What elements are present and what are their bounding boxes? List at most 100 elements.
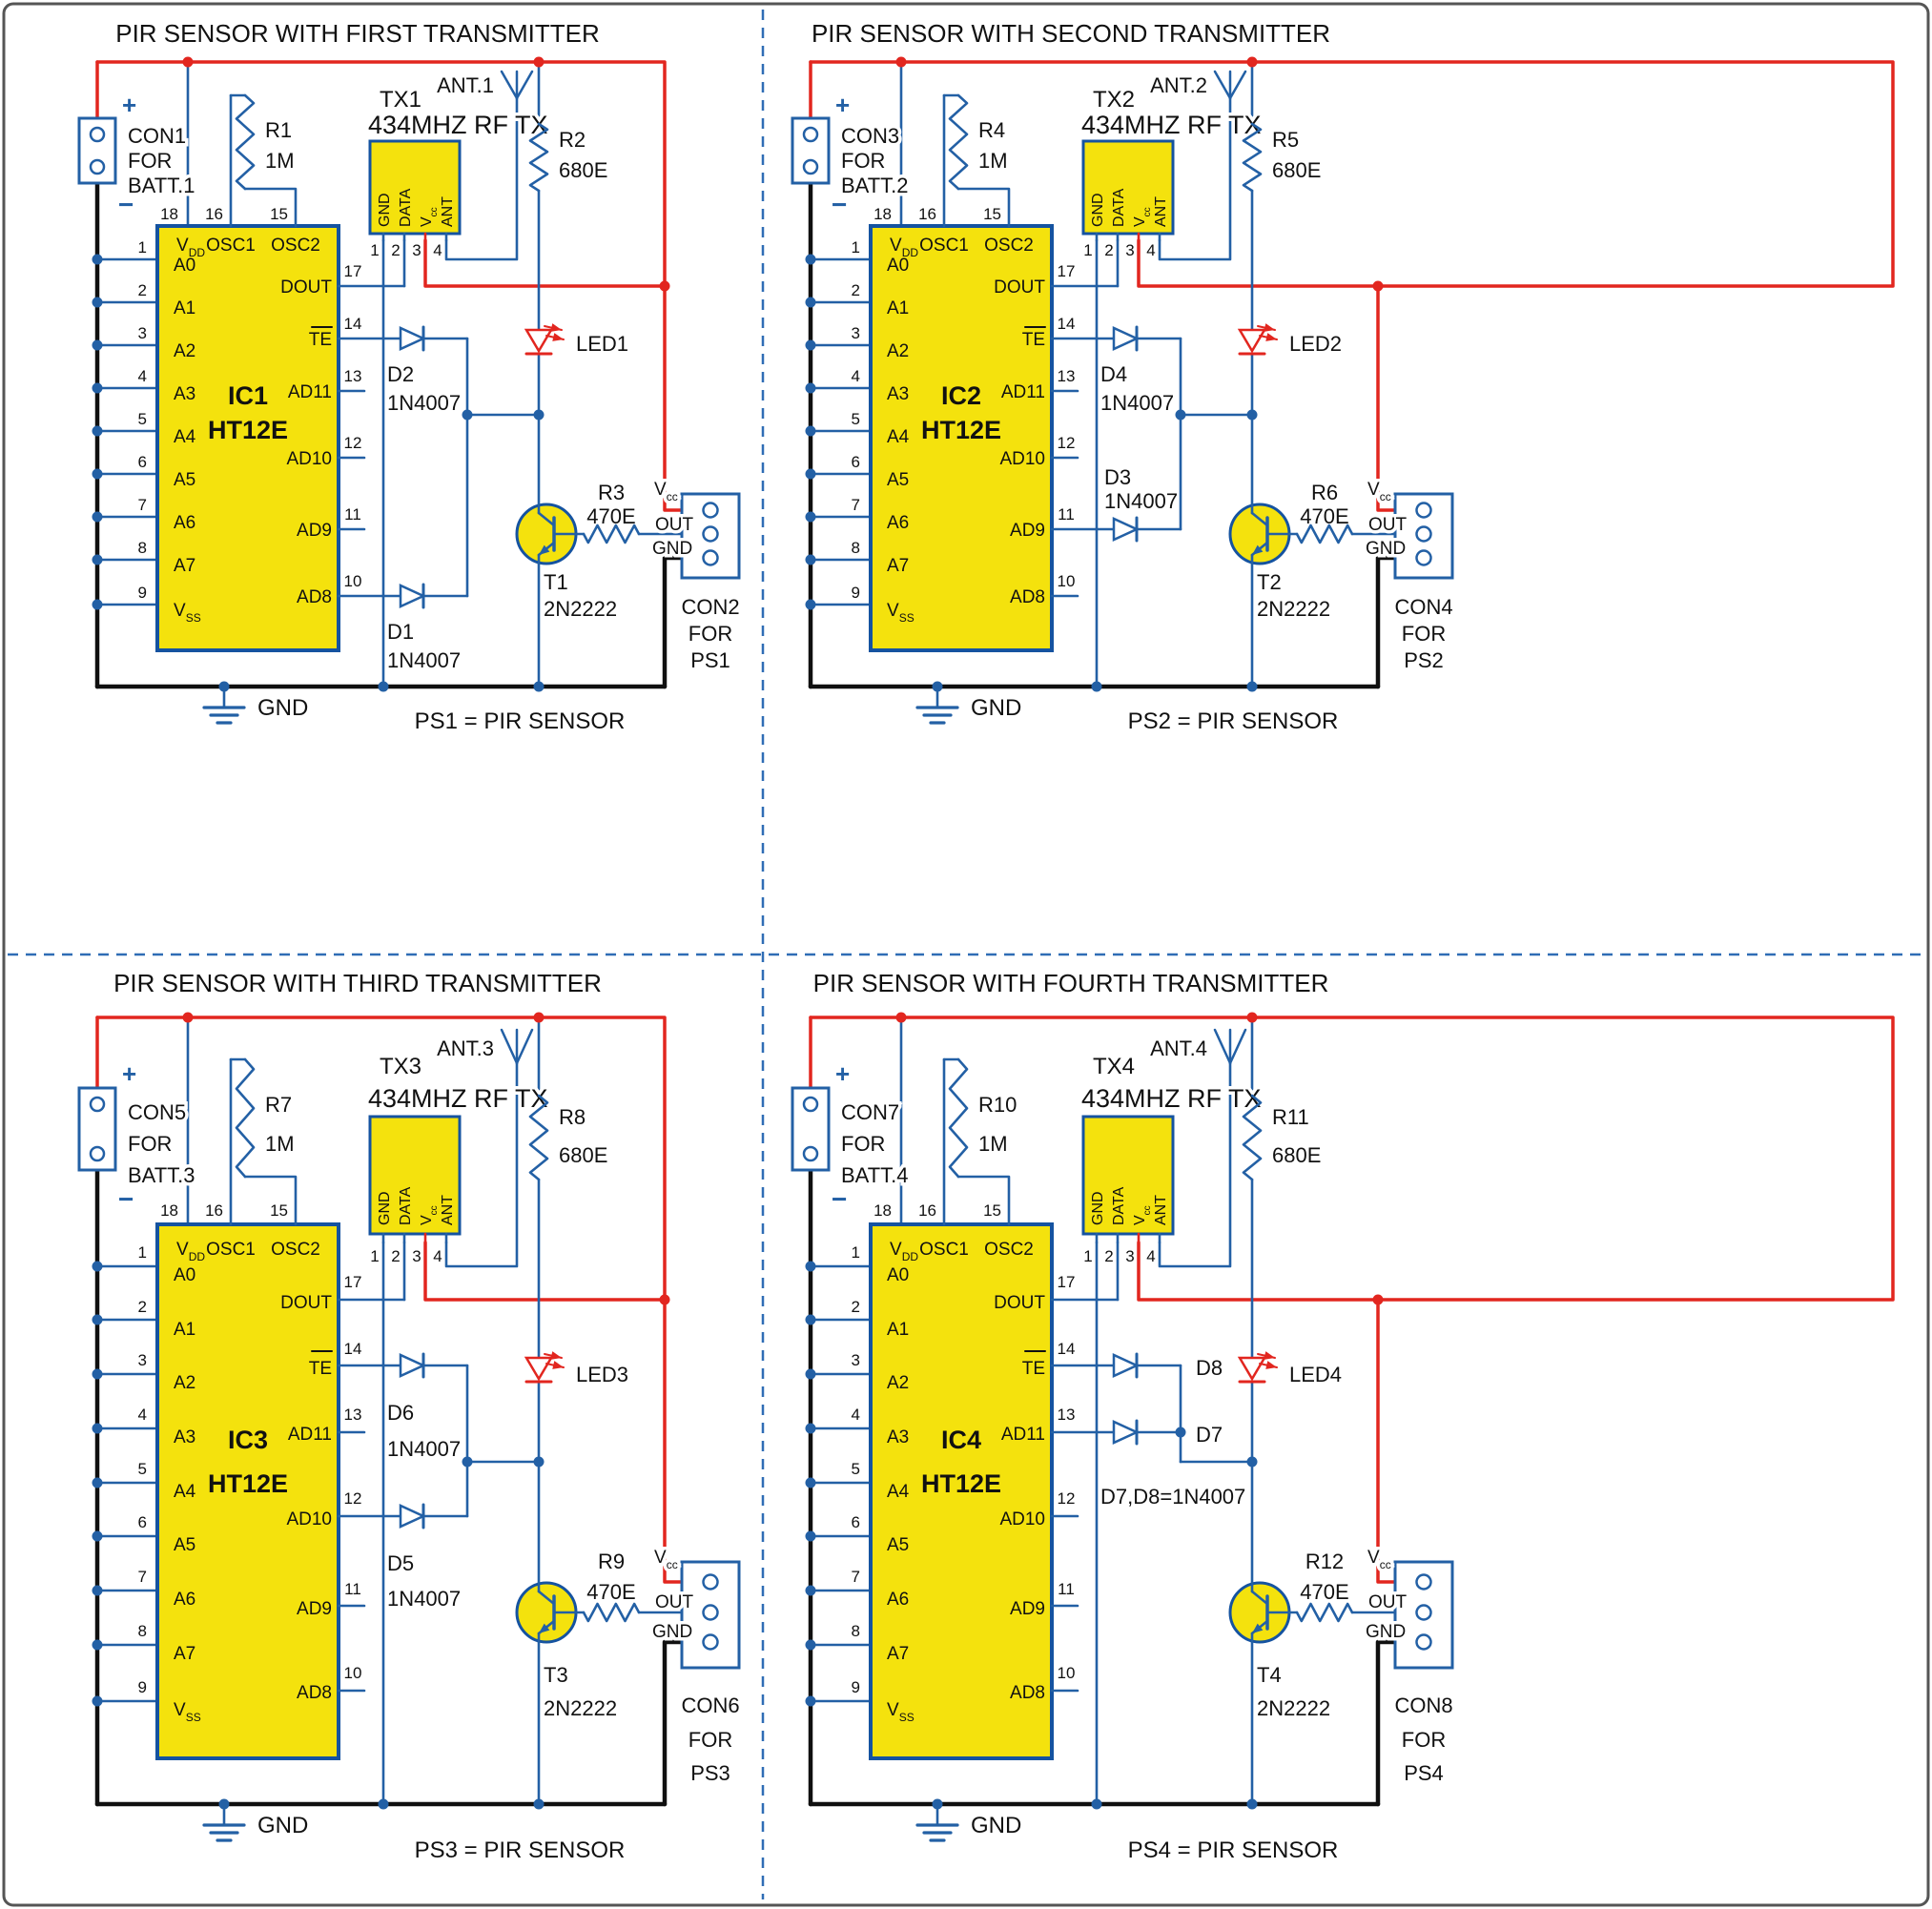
- pin-number: 7: [138, 1568, 147, 1586]
- junction-dot: [92, 339, 103, 351]
- battery-connector-for: FOR: [128, 149, 172, 173]
- pin-number: 4: [852, 1406, 860, 1424]
- pin-number: 5: [852, 1460, 860, 1478]
- resistor-value: 680E: [559, 1143, 607, 1167]
- battery-minus-label: −: [832, 1184, 847, 1214]
- gnd-label: GND: [971, 695, 1021, 721]
- pin-number: 13: [344, 1406, 362, 1424]
- connector-pin: [1415, 1633, 1432, 1651]
- output-connector-for: FOR: [689, 1728, 732, 1752]
- tx-type: 434MHZ RF TX: [1081, 1084, 1262, 1113]
- resistor-value: 470E: [1300, 1580, 1348, 1604]
- antenna-label: ANT.3: [437, 1037, 494, 1060]
- tx-pin-label: DATA: [398, 1186, 414, 1225]
- tx-module: [1081, 139, 1175, 236]
- junction-dot: [533, 681, 545, 692]
- junction-dot: [805, 1261, 816, 1272]
- junction-dot: [805, 1530, 816, 1542]
- out-label: OUT: [1368, 515, 1408, 535]
- pin-number: 15: [983, 205, 1001, 223]
- pin-number: 16: [205, 1201, 223, 1220]
- pin-number: 12: [1058, 1489, 1076, 1508]
- junction-dot: [805, 511, 816, 523]
- junction-dot: [805, 1477, 816, 1488]
- connector-gnd-wire: [662, 1639, 685, 1807]
- vcc-label: Vcc: [654, 1548, 678, 1571]
- diode-icon: [399, 1504, 427, 1529]
- pin-number: 3: [412, 241, 421, 259]
- junction-dot: [805, 297, 816, 308]
- ic-pin-label: A4: [174, 1482, 196, 1502]
- arrowhead: [1252, 1623, 1264, 1633]
- battery-plus-label: +: [122, 91, 136, 119]
- battery-plus-label: +: [835, 1059, 850, 1088]
- resistor-icon: [582, 523, 641, 544]
- connector-pin: [89, 158, 106, 175]
- led-label: LED3: [576, 1363, 628, 1386]
- diode-value: 1N4007: [387, 1437, 461, 1461]
- ic-pin-label: A2: [887, 341, 909, 361]
- junction-dot: [805, 382, 816, 394]
- resistor-icon: [948, 1057, 969, 1179]
- resistor-value: 680E: [1272, 1143, 1321, 1167]
- ic-pin-label: AD8: [297, 587, 332, 607]
- pin-number: 10: [1058, 572, 1076, 590]
- tx-pin-label: ANT: [440, 196, 456, 227]
- ic-pin-label: A6: [174, 1590, 195, 1610]
- gnd-label: GND: [971, 1813, 1021, 1838]
- ic-pin-label: DOUT: [280, 1293, 332, 1313]
- gnd-label: GND: [257, 695, 308, 721]
- junction-dot: [1091, 681, 1102, 692]
- tx-pin-label: ANT: [1153, 196, 1169, 227]
- pin-number: 4: [1146, 1247, 1155, 1265]
- pin-number: 10: [344, 1664, 362, 1682]
- ic-pin-label: OSC2: [984, 1240, 1034, 1260]
- pin-number: 18: [160, 205, 178, 223]
- junction-dot: [805, 254, 816, 265]
- junction-dot: [533, 56, 545, 68]
- osc2-wire: [243, 1175, 298, 1226]
- pin-number: 14: [344, 1340, 362, 1358]
- transistor-collector: [537, 1590, 556, 1606]
- transistor-type: 2N2222: [1257, 597, 1330, 621]
- diode-icon: [399, 326, 427, 351]
- pin-number: 17: [1058, 1273, 1076, 1291]
- pin-number: 17: [1058, 262, 1076, 280]
- resistor-name: R1: [265, 118, 292, 142]
- pin-number: 1: [852, 1243, 860, 1262]
- junction-dot: [805, 425, 816, 437]
- antenna-feed-wire: [444, 96, 519, 261]
- pin-number: 5: [852, 410, 860, 428]
- ic-pin-label: A4: [174, 427, 196, 447]
- ic-pin-label: A1: [887, 1320, 909, 1340]
- junction-dot: [659, 280, 670, 292]
- output-connector-target: PS4: [1404, 1761, 1444, 1785]
- ic-pin-label: TE: [1022, 1359, 1045, 1379]
- ic-pin-label: DOUT: [994, 277, 1045, 298]
- ic-pin-label: A6: [887, 513, 909, 533]
- ic-pin-label: OSC1: [206, 236, 256, 256]
- pin-number: 3: [852, 1351, 860, 1369]
- tx-module: [368, 139, 462, 236]
- circuit-title: PIR SENSOR WITH THIRD TRANSMITTER: [113, 969, 602, 997]
- ic-pin-label: VSS: [174, 601, 201, 625]
- tx-pin-label: GND: [1090, 1191, 1106, 1225]
- ic-pin-label: A0: [887, 1265, 909, 1285]
- ic-pin-label: OSC2: [984, 236, 1034, 256]
- ic-pin-label: AD9: [1010, 1599, 1045, 1619]
- diode-icon: [1112, 517, 1141, 542]
- diode-name: D6: [387, 1401, 414, 1425]
- output-connector-name: CON6: [681, 1693, 739, 1717]
- ic-pin-label: AD8: [1010, 1683, 1045, 1703]
- output-connector-for: FOR: [689, 622, 732, 646]
- pin-number: 4: [433, 1247, 442, 1265]
- battery-connector-for: FOR: [128, 1132, 172, 1156]
- output-connector-name: CON8: [1394, 1693, 1452, 1717]
- ic-pin-label: A2: [887, 1373, 909, 1393]
- connector-pin: [1415, 502, 1432, 519]
- junction-dot: [805, 554, 816, 565]
- pin-number: 11: [344, 1580, 361, 1598]
- vdd-pin-label: VDD: [890, 1240, 918, 1263]
